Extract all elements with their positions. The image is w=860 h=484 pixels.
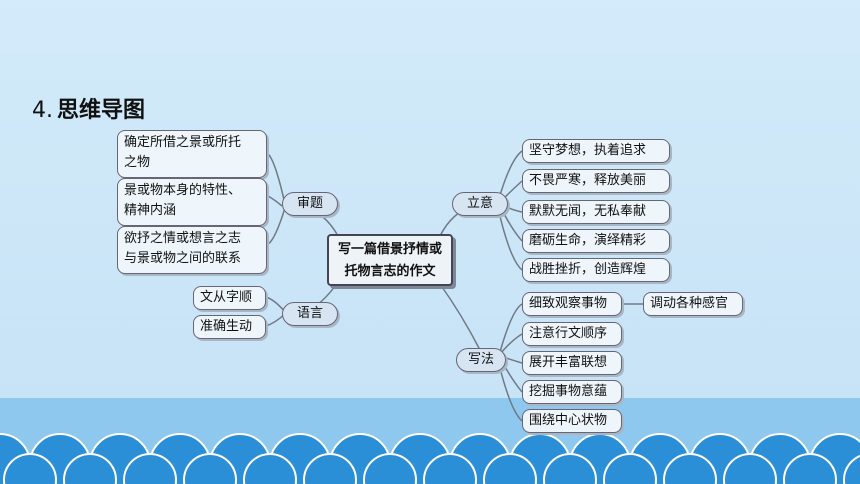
yuyan-item-1: 文从字顺 bbox=[193, 286, 266, 310]
xiefa-subitem: 调动各种感官 bbox=[643, 292, 743, 316]
shenti-item-3-line-2: 与景或物之间的联系 bbox=[124, 251, 242, 266]
shenti-item-2-line-1: 景或物本身的特性、 bbox=[124, 183, 242, 198]
branch-liyi: 立意 bbox=[452, 192, 508, 216]
shenti-item-1-line-2: 之物 bbox=[124, 155, 151, 170]
liyi-item-4: 磨砺生命，演绎精彩 bbox=[522, 229, 670, 253]
center-line-2: 托物言志的作文 bbox=[344, 264, 436, 279]
xiefa-item-2: 注意行文顺序 bbox=[522, 322, 622, 346]
center-line-1: 写一篇借景抒情或 bbox=[337, 242, 442, 257]
liyi-item-1: 坚守梦想，执着追求 bbox=[522, 139, 670, 163]
xiefa-item-4: 挖掘事物意蕴 bbox=[522, 380, 622, 404]
liyi-item-5: 战胜挫折，创造辉煌 bbox=[522, 258, 670, 282]
title-text: 思维导图 bbox=[57, 98, 146, 123]
branch-yuyan: 语言 bbox=[282, 302, 338, 326]
xiefa-item-5: 围绕中心状物 bbox=[522, 409, 622, 433]
liyi-item-3: 默默无闻，无私奉献 bbox=[522, 200, 670, 224]
branch-shenti: 审题 bbox=[282, 192, 338, 216]
center-topic: 写一篇借景抒情或 托物言志的作文 bbox=[327, 234, 453, 286]
wave-decoration bbox=[0, 433, 860, 484]
yuyan-item-2: 准确生动 bbox=[193, 315, 266, 339]
xiefa-item-1: 细致观察事物 bbox=[522, 292, 622, 316]
shenti-item-2-line-2: 精神内涵 bbox=[124, 203, 177, 218]
page-title: 4.思维导图 bbox=[32, 92, 145, 124]
branch-xiefa: 写法 bbox=[456, 348, 506, 372]
shenti-item-2: 景或物本身的特性、 精神内涵 bbox=[117, 178, 267, 226]
shenti-item-3: 欲抒之情或想言之志 与景或物之间的联系 bbox=[117, 226, 267, 274]
shenti-item-1: 确定所借之景或所托 之物 bbox=[117, 130, 267, 178]
shenti-item-1-line-1: 确定所借之景或所托 bbox=[124, 135, 242, 150]
xiefa-item-3: 展开丰富联想 bbox=[522, 351, 622, 375]
shenti-item-3-line-1: 欲抒之情或想言之志 bbox=[124, 231, 242, 246]
liyi-item-2: 不畏严寒，释放美丽 bbox=[522, 169, 670, 193]
title-number: 4. bbox=[32, 98, 53, 123]
